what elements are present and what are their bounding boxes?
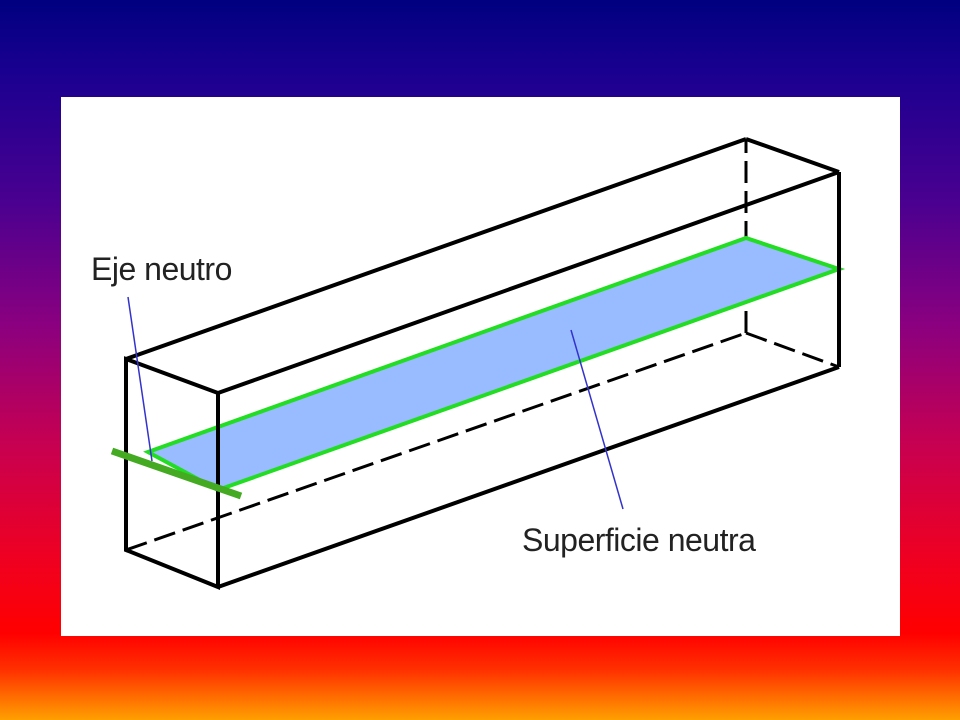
neutral-axis-leader [127,296,153,462]
beam-top-front-edge [217,170,840,395]
beam-diagram: Eje neutro Superficie neutra [91,137,846,590]
beam-bottom-front-edge [217,365,840,589]
neutral-axis-bar [110,447,243,500]
neutral-surface-leader [570,329,624,510]
hidden-edge-back-right-bottom [745,331,840,369]
visible-edges [124,137,841,590]
beam-top-back-edge [125,137,747,361]
neutral-surface-label: Superficie neutra [522,522,756,558]
diagram-panel: Eje neutro Superficie neutra [61,97,900,636]
neutral-axis-label: Eje neutro [91,251,232,287]
hidden-edge-bottom-back [125,331,747,552]
beam-top-right-edge [745,137,840,174]
neutral-surface-plane [143,235,846,493]
